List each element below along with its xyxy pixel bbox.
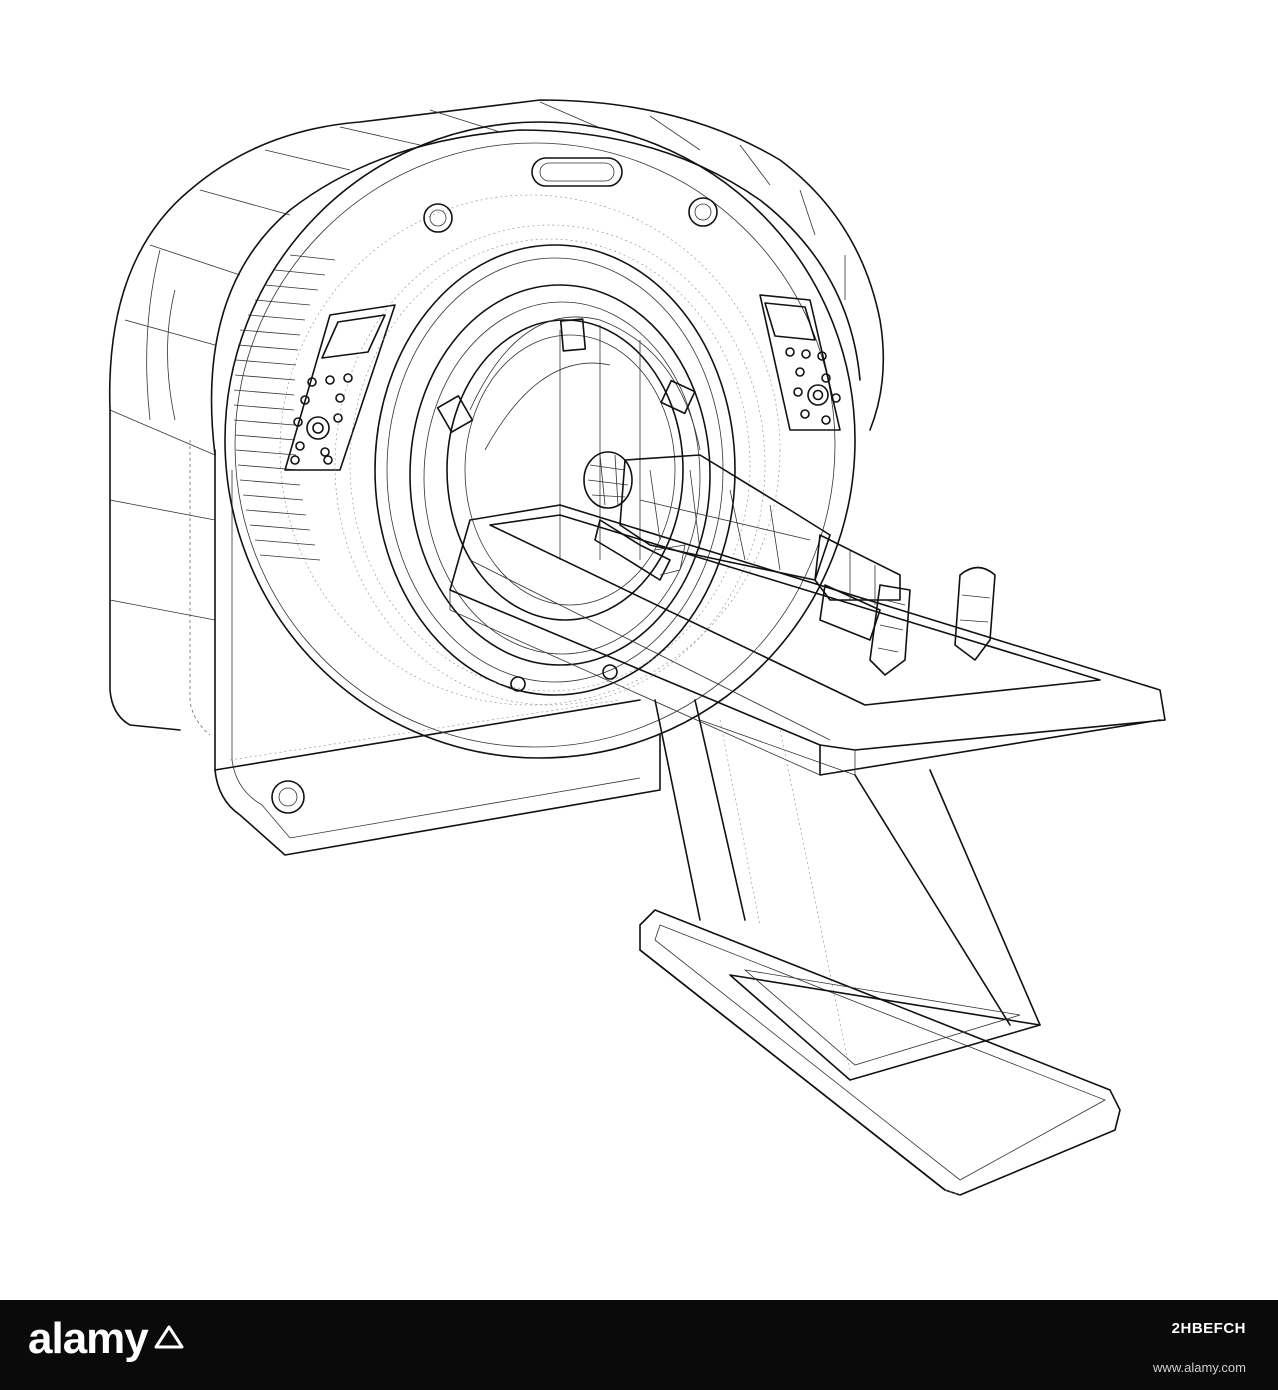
patient-table bbox=[449, 504, 1166, 776]
patient-figure bbox=[583, 451, 996, 676]
site-url: www.alamy.com bbox=[1153, 1360, 1246, 1375]
table-support-column bbox=[654, 699, 1041, 1071]
logo-text: alamy bbox=[28, 1314, 149, 1363]
gantry-base bbox=[189, 440, 661, 856]
ct-scanner-wireframe-illustration bbox=[108, 99, 1166, 1196]
scanner-bore bbox=[334, 224, 766, 706]
logo-mark-icon bbox=[154, 1325, 184, 1349]
gantry-outer-housing bbox=[108, 99, 885, 731]
image-id: 2HBEFCH bbox=[1171, 1320, 1246, 1337]
left-control-panel bbox=[284, 304, 396, 471]
alamy-logo: alamy bbox=[28, 1314, 186, 1364]
watermark-footer: alamy 2HBEFCH www.alamy.com bbox=[0, 1300, 1278, 1390]
table-base-plate bbox=[639, 909, 1121, 1196]
right-control-panel bbox=[759, 294, 841, 431]
gantry-front-face bbox=[224, 121, 856, 814]
